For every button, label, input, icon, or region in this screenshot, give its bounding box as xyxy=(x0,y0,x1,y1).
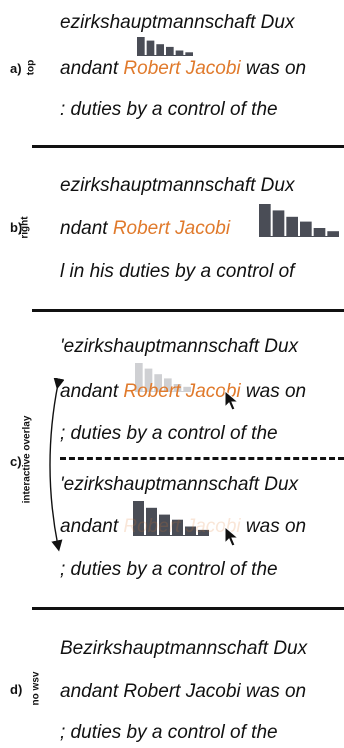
spark-bar xyxy=(259,204,271,236)
text-line-1: Bezirkshauptmannschaft Dux xyxy=(60,638,308,659)
separator xyxy=(32,607,344,610)
panel-label: d) xyxy=(10,682,23,697)
panel-d: Bezirkshauptmannschaft Dux andant Robert… xyxy=(0,610,344,748)
text-line-1: ezirkshauptmannschaft Dux xyxy=(60,12,295,33)
spark-bar xyxy=(172,519,183,535)
variant-label: no wsv xyxy=(30,671,42,706)
spark-bar xyxy=(159,514,170,535)
panel-c: 'ezirkshauptmannschaft Dux andant Robert… xyxy=(0,312,344,608)
sparkline-right xyxy=(259,204,339,237)
highlighted-name: Robert Jacobi xyxy=(112,218,231,239)
panel-label: b) xyxy=(10,220,23,235)
sparkline-overlay xyxy=(133,501,209,536)
spark-bar xyxy=(166,46,174,55)
spark-bar xyxy=(175,50,184,55)
spark-bar xyxy=(164,378,172,391)
spark-bar xyxy=(146,507,157,535)
panel-b: ezirkshauptmannschaft Dux ndant Robert J… xyxy=(0,148,344,310)
panel-label: a) xyxy=(10,61,22,76)
spark-bar xyxy=(313,228,326,236)
text-line-1: ezirkshauptmannschaft Dux xyxy=(60,175,295,196)
panel-a: ezirkshauptmannschaft Dux andant Robert … xyxy=(0,0,344,146)
variant-label: right xyxy=(19,216,31,239)
panel-label: c) xyxy=(10,454,22,469)
text-line-1: 'ezirkshauptmannschaft Dux xyxy=(60,474,299,495)
spark-bar xyxy=(146,40,155,55)
spark-bar xyxy=(154,374,162,391)
spark-bar xyxy=(144,368,153,391)
mouse-cursor-icon xyxy=(224,390,240,411)
variant-label: interactive overlay xyxy=(21,415,33,504)
spark-bar xyxy=(286,216,298,236)
text-line-3: ; duties by a control of the xyxy=(60,722,278,743)
dashed-divider xyxy=(60,457,344,460)
text-line-2: andant Robert Jacobi was on xyxy=(60,516,307,537)
separator xyxy=(32,145,344,148)
highlighted-name-faded: Robert Jacobi xyxy=(123,516,241,537)
text-line-3: ; duties by a control of the xyxy=(60,423,278,444)
separator xyxy=(32,309,344,312)
sparkline-faint xyxy=(135,363,191,392)
spark-bar xyxy=(185,52,193,55)
text-line-2: andant Robert Jacobi was on xyxy=(60,681,307,702)
spark-bar xyxy=(135,363,143,391)
spark-bar xyxy=(300,221,312,236)
text-line-2: ndant Robert Jacobi xyxy=(60,218,231,239)
highlighted-name: Robert Jacobi xyxy=(123,381,241,402)
spark-bar xyxy=(137,37,145,55)
double-arrow-icon xyxy=(49,378,64,552)
spark-bar xyxy=(198,529,209,535)
text-line-1: 'ezirkshauptmannschaft Dux xyxy=(60,336,299,357)
spark-bar xyxy=(272,210,285,236)
text-line-2: andant Robert Jacobi was on xyxy=(60,381,307,402)
text-line-2: andant Robert Jacobi was on xyxy=(60,58,307,79)
spark-bar xyxy=(133,501,144,535)
sparkline-top xyxy=(137,37,193,56)
text-line-3: l in his duties by a control of xyxy=(60,261,295,282)
text-line-3: : duties by a control of the xyxy=(60,99,278,120)
mouse-cursor-icon xyxy=(224,526,240,547)
spark-bar xyxy=(173,384,182,391)
spark-bar xyxy=(156,44,164,55)
variant-label: top xyxy=(25,59,37,76)
spark-bar xyxy=(183,386,191,391)
spark-bar xyxy=(327,231,339,236)
spark-bar xyxy=(185,526,196,535)
text-line-3: ; duties by a control of the xyxy=(60,559,278,580)
highlighted-name: Robert Jacobi xyxy=(123,58,241,79)
